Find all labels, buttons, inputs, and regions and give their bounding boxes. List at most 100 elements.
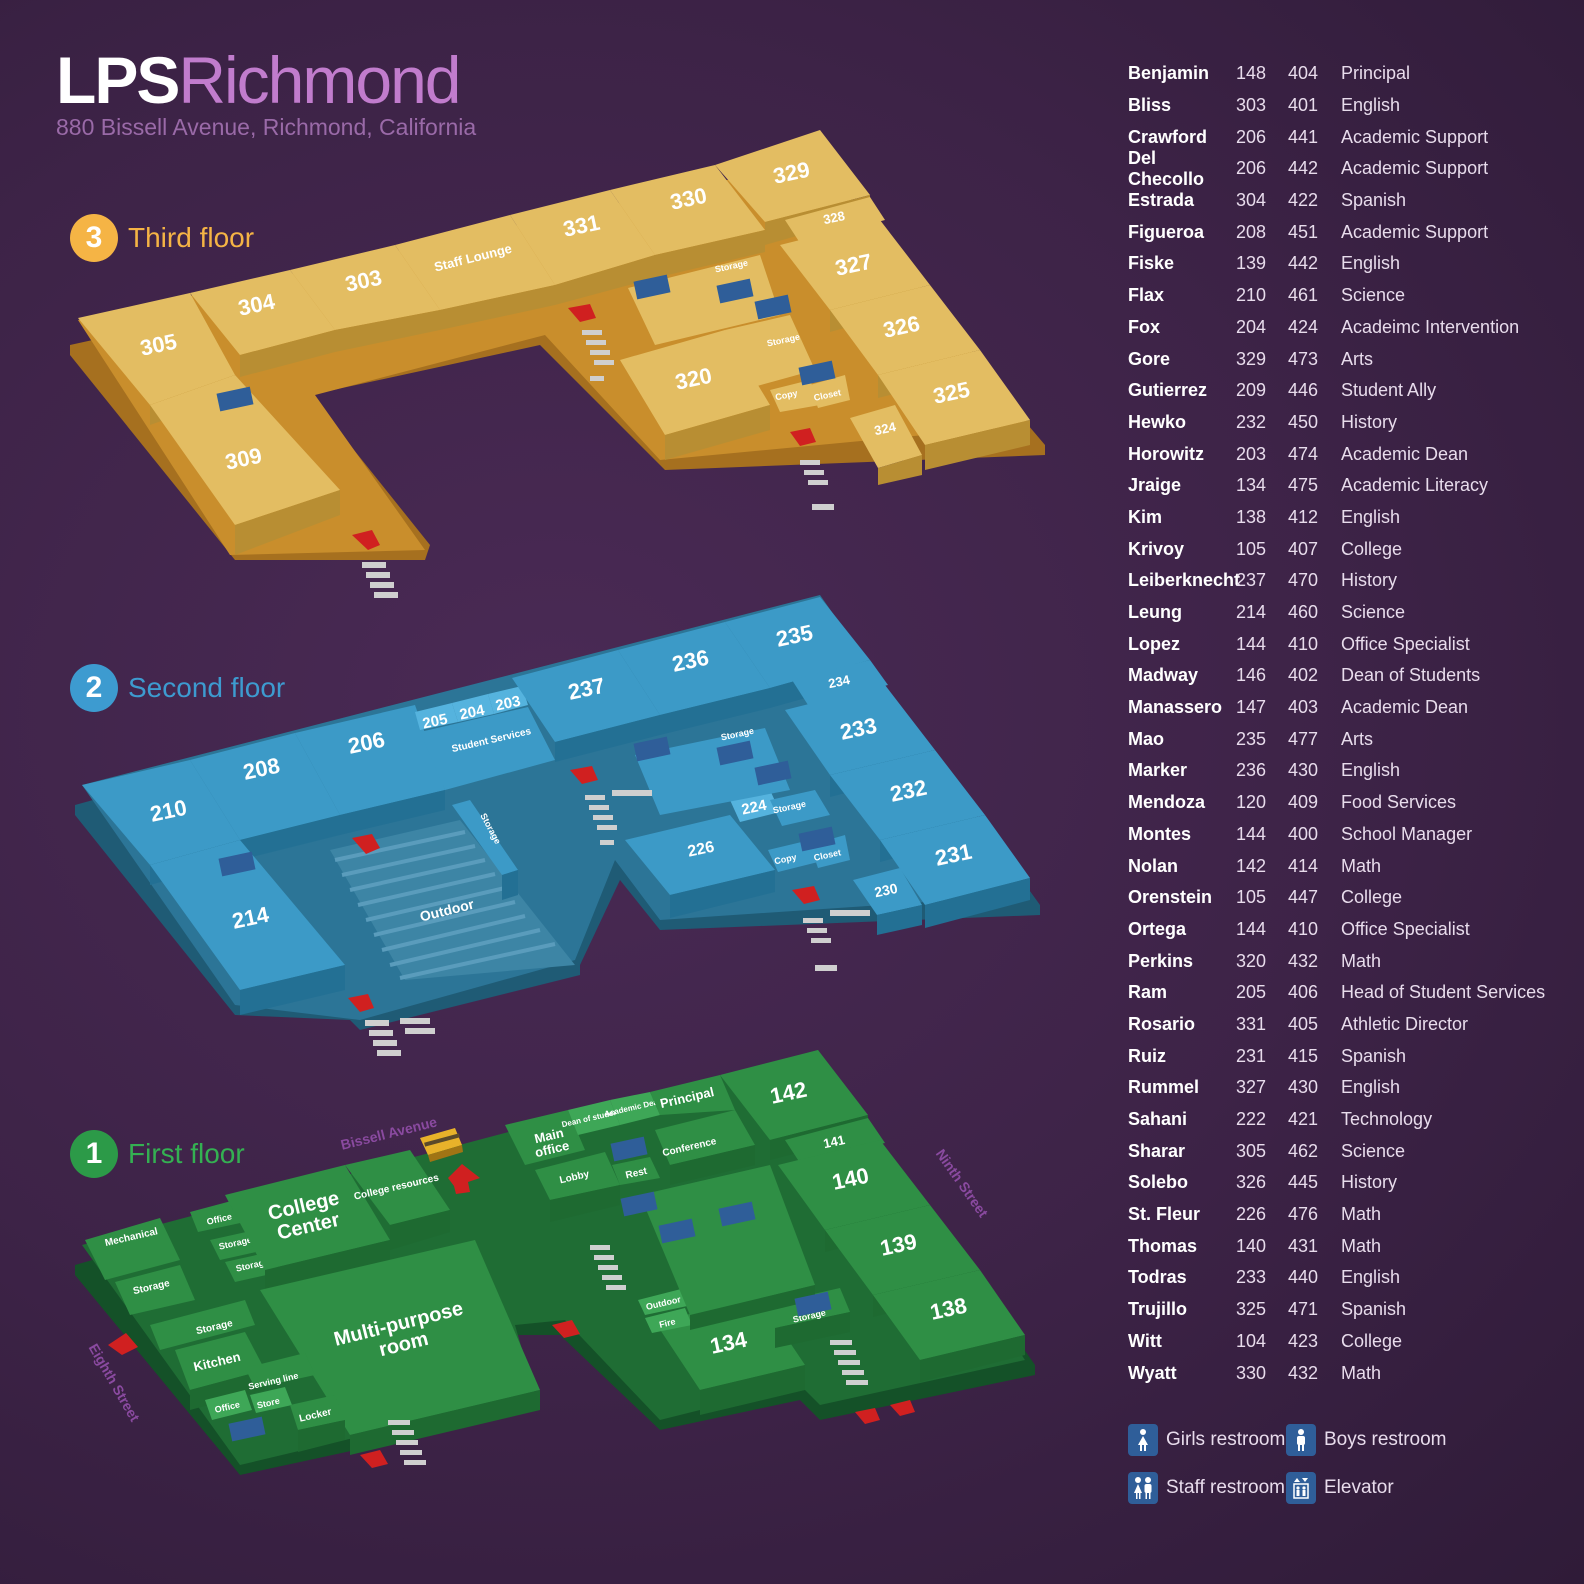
entrance-arrow-icon	[448, 1164, 480, 1194]
elevator-icon	[633, 736, 671, 762]
room-237[interactable]: 237	[512, 650, 660, 762]
room-storage[interactable]: Storage	[150, 1300, 255, 1350]
room-214[interactable]: 214	[150, 840, 345, 1015]
boys-restroom-icon	[754, 760, 792, 786]
staff-name: Madway	[1128, 665, 1199, 686]
girls-restroom-icon	[716, 740, 754, 766]
room-138[interactable]: 138	[873, 1270, 1025, 1382]
department: Acadeimc Intervention	[1341, 316, 1520, 337]
room-331[interactable]: 331	[510, 190, 655, 305]
room-141[interactable]: 141	[785, 1118, 885, 1163]
extension: 410	[1288, 918, 1319, 939]
room-231[interactable]: 231	[880, 815, 1030, 928]
department: Math	[1341, 950, 1382, 971]
room-203[interactable]: 203	[488, 686, 528, 715]
room-303[interactable]: 303	[290, 245, 440, 352]
room-328[interactable]: 328	[785, 197, 885, 243]
room-college-resources[interactable]: College resources	[345, 1150, 450, 1250]
staff-name: Witt	[1128, 1330, 1162, 1351]
department: Math	[1341, 1204, 1382, 1225]
staff-name: Thomas	[1128, 1235, 1198, 1256]
second-floor-plan: Outdoor 210 208 206 205 204 203 Student …	[75, 595, 1040, 1056]
room-multi-purpose[interactable]: Multi-purposeroom	[260, 1240, 540, 1455]
room-304[interactable]: 304	[190, 270, 335, 377]
room-230[interactable]: 230	[853, 868, 922, 935]
room-academic-dean[interactable]: Academic Dean	[603, 1092, 664, 1125]
room-office[interactable]: Office	[190, 1200, 245, 1232]
room-309[interactable]: 309	[150, 375, 340, 555]
room-number: 148	[1236, 63, 1267, 84]
room-234[interactable]: 234	[792, 660, 888, 705]
legend-girls: Girls restroom	[1128, 1424, 1285, 1456]
room-number: 232	[1236, 411, 1267, 432]
legend-elevator: Elevator	[1286, 1472, 1394, 1504]
department: History	[1341, 570, 1398, 591]
room-208[interactable]: 208	[190, 733, 340, 860]
room-324[interactable]: 324	[850, 405, 922, 485]
room-rest[interactable]: Rest	[612, 1157, 660, 1185]
room-locker[interactable]: Locker	[290, 1395, 345, 1452]
stairs-icon	[803, 910, 870, 971]
extension: 475	[1288, 475, 1319, 496]
department: History	[1341, 1172, 1398, 1193]
room-lobby[interactable]: Lobby	[535, 1152, 620, 1222]
room-student-services[interactable]: Student Services	[420, 707, 555, 790]
room-number: 210	[1236, 285, 1267, 306]
room-storage[interactable]: Storage	[115, 1265, 195, 1315]
elevator-icon	[1286, 1472, 1316, 1504]
room-principal[interactable]: Principal	[650, 1075, 735, 1115]
room-236[interactable]: 236	[618, 622, 770, 735]
extension: 473	[1288, 348, 1319, 369]
staff-name: Krivoy	[1128, 538, 1185, 559]
room-330[interactable]: 330	[610, 165, 765, 278]
department: Arts	[1341, 728, 1374, 749]
room-office[interactable]: Office	[205, 1390, 252, 1420]
room-number: 208	[1236, 221, 1267, 242]
room-number: 204	[1236, 316, 1267, 337]
staff-name: Mendoza	[1128, 792, 1206, 813]
room-number: 104	[1236, 1330, 1267, 1351]
room-store[interactable]: Store	[250, 1387, 292, 1413]
legend-boys-label: Boys restroom	[1324, 1429, 1447, 1450]
extension: 410	[1288, 633, 1319, 654]
room-main-office[interactable]: Mainoffice	[505, 1110, 585, 1165]
exit-arrow-icon	[360, 1450, 388, 1468]
extension: 442	[1288, 158, 1319, 179]
room-number: 326	[1236, 1172, 1267, 1193]
room-number: 331	[1236, 1013, 1267, 1034]
staff-name: Ram	[1128, 982, 1168, 1003]
room-number: 144	[1236, 918, 1267, 939]
room-number: 144	[1236, 633, 1267, 654]
room-206[interactable]: 206	[295, 705, 445, 835]
school-bus-icon	[420, 1128, 463, 1162]
room-outdoor[interactable]: Outdoor	[638, 1288, 692, 1315]
staff-name: Leung	[1128, 602, 1182, 623]
staff-name: Sahani	[1128, 1109, 1188, 1130]
third-floor-plan: 305 304 303 Staff Lounge 331 330 329 328…	[70, 130, 1045, 598]
svg-text:Rest: Rest	[625, 1166, 649, 1182]
room-college-center[interactable]: CollegeCenter	[225, 1165, 390, 1292]
room-204[interactable]: 204	[452, 694, 494, 724]
room-226[interactable]: 226	[625, 815, 775, 918]
room-mechanical[interactable]: Mechanical	[85, 1218, 180, 1280]
staff-name: Marker	[1128, 760, 1188, 781]
exit-arrow-icon	[568, 304, 596, 322]
room-conference[interactable]: Conference	[655, 1110, 755, 1185]
staff-name: Manassero	[1128, 697, 1223, 718]
room-325[interactable]: 325	[878, 350, 1030, 470]
staff-name: Nolan	[1128, 855, 1179, 876]
department: Science	[1341, 602, 1406, 623]
room-dean-of-students[interactable]: Dean of students	[561, 1100, 627, 1135]
room-320[interactable]: 320	[620, 330, 770, 460]
room-fire[interactable]: Fire	[645, 1308, 692, 1333]
room-staff-lounge[interactable]: Staff Lounge	[395, 215, 555, 330]
staff-name: Solebo	[1128, 1172, 1189, 1193]
svg-text:234: 234	[827, 672, 852, 691]
